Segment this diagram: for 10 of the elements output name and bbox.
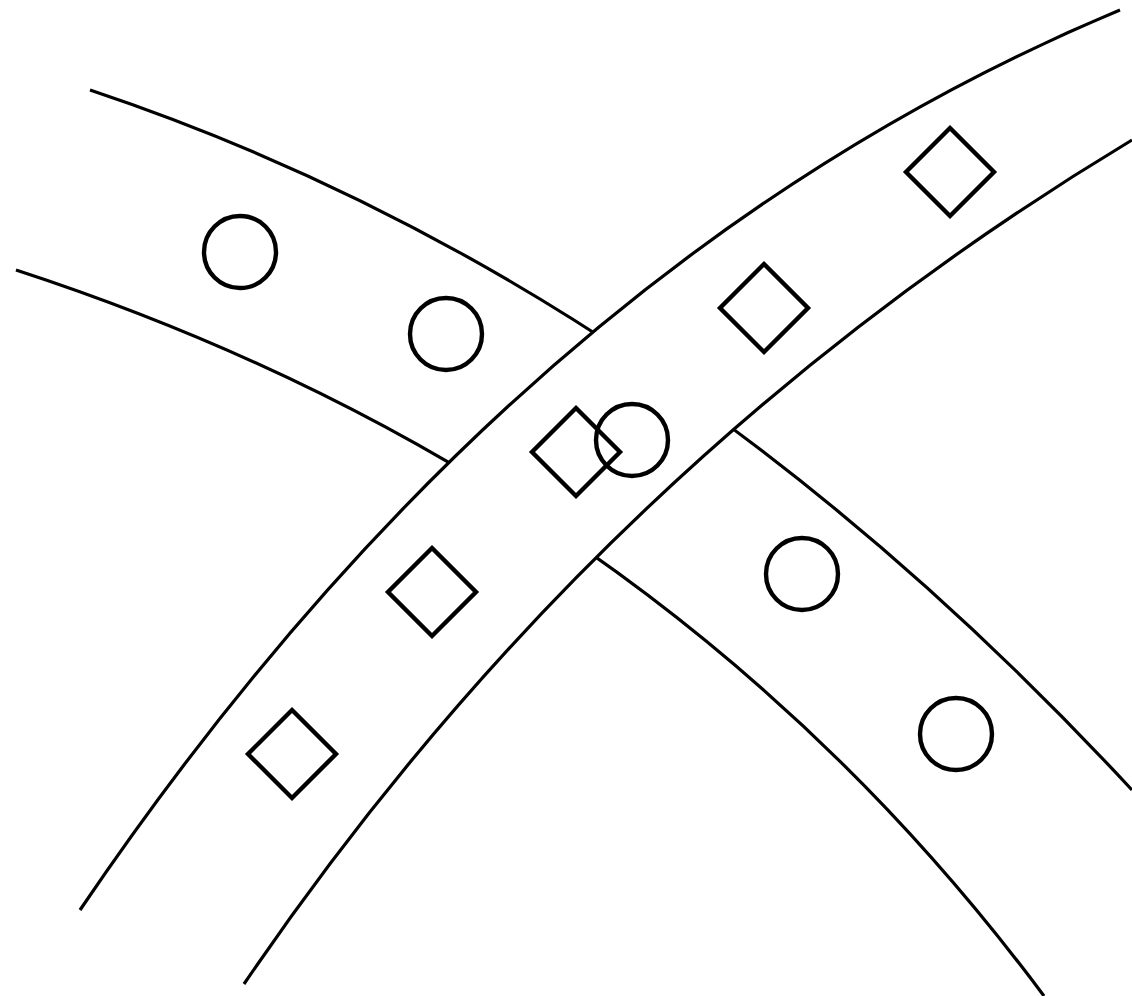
circle-marker xyxy=(763,535,841,613)
diamond-marker xyxy=(902,124,998,220)
circle-marker xyxy=(201,213,279,291)
diamond-marker xyxy=(384,544,480,640)
circle-marker xyxy=(917,695,995,773)
diamond-marker xyxy=(528,404,624,500)
circle-marker xyxy=(593,401,671,479)
diamond-marker xyxy=(244,706,340,802)
circle-marker xyxy=(407,295,485,373)
diamond-marker xyxy=(716,260,812,356)
